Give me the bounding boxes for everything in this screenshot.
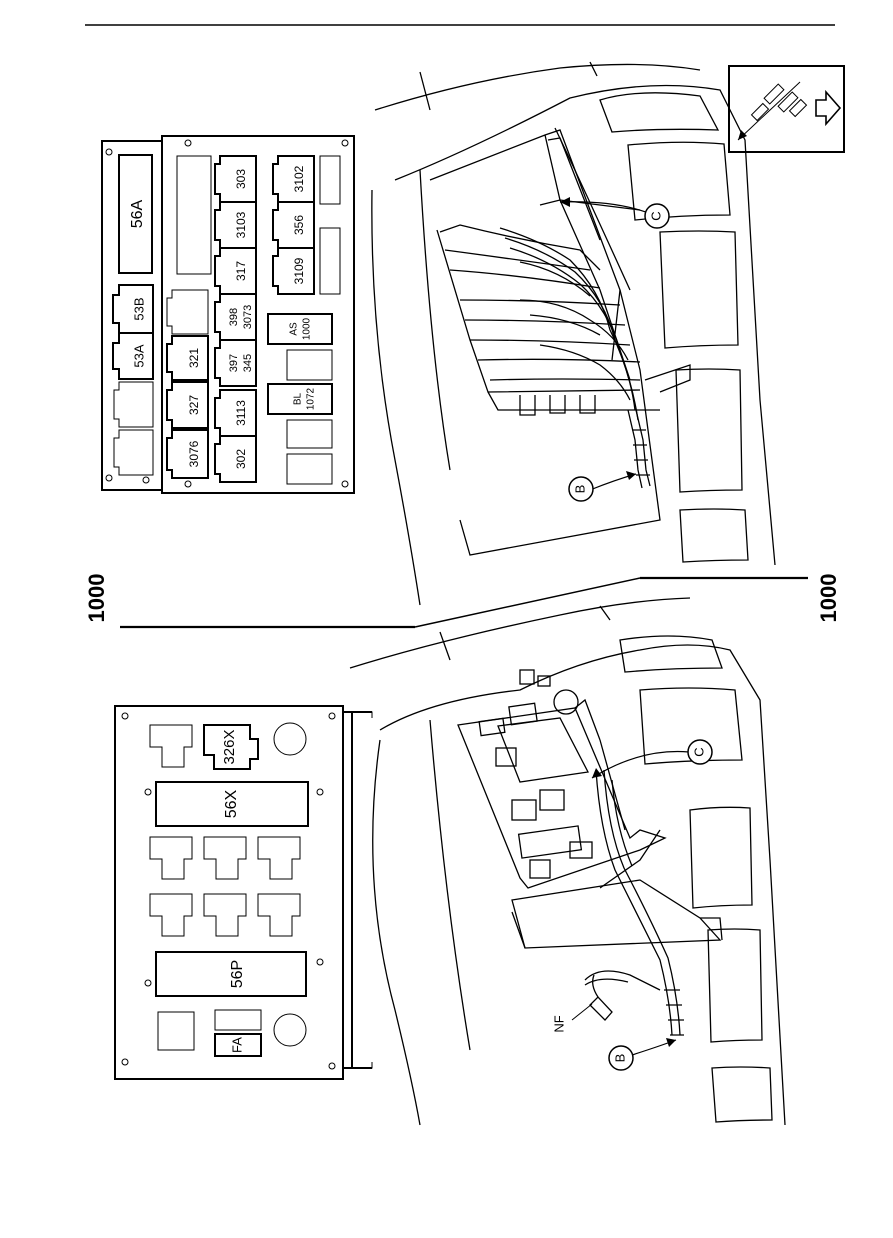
fuse-303 — [214, 155, 257, 203]
nf-label: NF — [551, 1015, 566, 1032]
fuse-327 — [166, 381, 209, 429]
relay-53A — [112, 332, 154, 380]
fuse-317 — [214, 247, 257, 295]
callout-label: B — [572, 485, 587, 494]
fuse-label: 3103 — [234, 211, 248, 238]
module-label: BL — [293, 392, 304, 405]
callout-label: C — [648, 211, 663, 220]
fuse-label: 302 — [234, 449, 248, 469]
module-label: 1072 — [306, 387, 317, 410]
fuse-label: 327 — [187, 395, 201, 415]
fuse-3113 — [214, 389, 257, 437]
orientation-box — [728, 65, 845, 153]
bottom-callout-c: C — [591, 739, 713, 779]
relay-label: FA — [229, 1037, 244, 1053]
module-label: AS — [289, 322, 300, 336]
top-callout-b: B — [568, 471, 637, 502]
arrow-direction-icon — [737, 81, 842, 141]
relay-label: 53B — [131, 297, 146, 320]
module-as-1000 — [267, 313, 333, 345]
fuse-label: 3109 — [292, 257, 306, 284]
fuse-label: 397 — [228, 354, 240, 372]
relay-label: 53A — [131, 344, 146, 367]
fuse-321 — [166, 335, 209, 381]
top-panel-schematic: 56A 53B 53A 303 3103 317 398 3073 397 34… — [101, 135, 355, 494]
section-label-bottom: 1000 — [816, 574, 841, 623]
relay-53B — [112, 284, 154, 334]
relay-56A — [118, 154, 153, 274]
fuse-398-3073 — [214, 293, 257, 341]
fuse-label: 3073 — [242, 305, 254, 329]
relay-FA — [214, 1033, 262, 1057]
module-bl-1072 — [267, 383, 333, 415]
fuse-356 — [272, 201, 315, 249]
relay-326X — [203, 724, 259, 770]
fuse-label: 321 — [187, 348, 201, 368]
fuse-3102 — [272, 155, 315, 203]
fuse-3103 — [214, 201, 257, 249]
fuse-label: 398 — [228, 308, 240, 326]
fuse-label: 317 — [234, 261, 248, 281]
relay-label: 56A — [129, 199, 146, 228]
bottom-panel-schematic: 326X 56X 56P FA — [114, 705, 373, 1080]
fuse-label: 356 — [292, 215, 306, 235]
top-callout-c: C — [559, 197, 670, 229]
relay-label: 56X — [223, 789, 240, 818]
fuse-302 — [214, 435, 257, 483]
section-label-top: 1000 — [84, 574, 109, 623]
fuse-397-345 — [214, 339, 257, 387]
fuse-label: 3113 — [234, 400, 248, 426]
module-label: 1000 — [302, 317, 313, 340]
bottom-vehicle-illustration — [349, 597, 786, 1126]
fuse-3076 — [166, 429, 209, 479]
fuse-label: 3102 — [292, 165, 306, 192]
fuse-label: 3076 — [187, 440, 201, 467]
fuse-3109 — [272, 247, 315, 295]
top-vehicle-illustration — [371, 61, 776, 606]
relay-56P — [155, 951, 307, 997]
relay-56X — [155, 781, 309, 827]
nf-callout: NF — [551, 1003, 593, 1033]
callout-label: C — [691, 747, 706, 756]
fuse-label: 303 — [234, 169, 248, 189]
relay-label: 326X — [221, 729, 238, 764]
bottom-callout-b: B — [608, 1038, 677, 1071]
callout-label: B — [612, 1054, 627, 1063]
relay-label: 56P — [229, 960, 246, 988]
fuse-label: 345 — [242, 354, 254, 372]
